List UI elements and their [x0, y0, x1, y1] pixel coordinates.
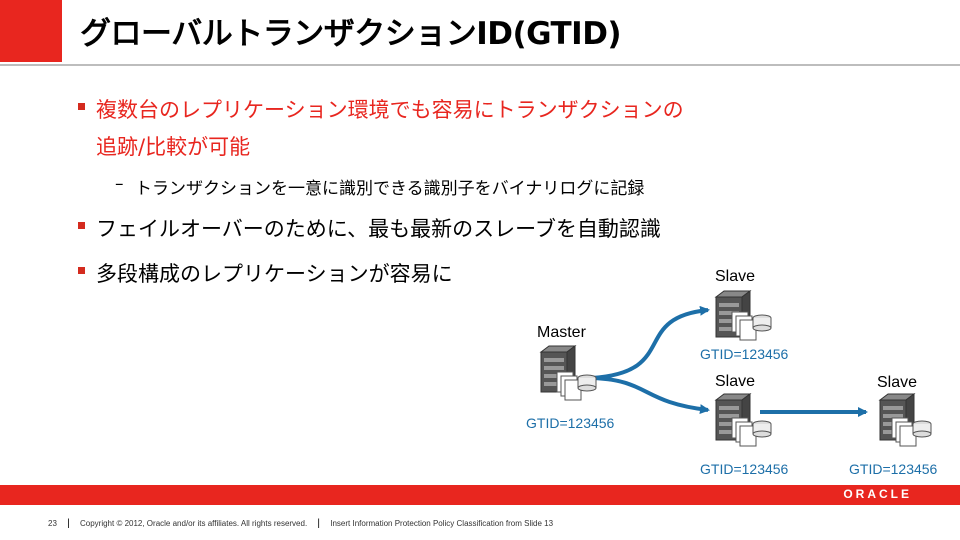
bullet-marker-icon	[78, 267, 85, 274]
classification-text: Insert Information Protection Policy Cla…	[330, 519, 554, 528]
slide-title: グローバルトランザクションID(GTID)	[80, 16, 622, 52]
slave-1-binlog-icon	[731, 311, 772, 341]
arrow-master-to-slave-1	[591, 305, 710, 380]
bullet-3-text: 多段構成のレプリケーションが容易に	[96, 262, 453, 286]
sub-bullet-text: トランザクションを一意に識別できる識別子をバイナリログに記録	[135, 179, 645, 199]
copyright-text: Copyright © 2012, Oracle and/or its affi…	[79, 519, 308, 528]
slave-2-label: Slave	[715, 373, 756, 390]
master-label: Master	[537, 324, 586, 341]
sub-bullet-dash: –	[115, 174, 124, 194]
page-number: 23	[48, 519, 57, 528]
master-gtid: GTID=123456	[526, 415, 615, 431]
arrow-master-to-slave-2	[591, 376, 710, 415]
bullet-1-line-1: 複数台のレプリケーション環境でも容易にトランザクションの	[96, 98, 684, 122]
footer-separator: |	[317, 518, 321, 529]
slave-3-gtid: GTID=123456	[849, 461, 938, 477]
slave-2-binlog-icon	[731, 417, 772, 447]
bullet-marker-icon	[78, 222, 85, 229]
slave-1-gtid: GTID=123456	[700, 346, 789, 362]
slave-3-binlog-icon	[891, 417, 932, 447]
footer-separator: |	[67, 518, 70, 529]
slave-1-label: Slave	[715, 268, 756, 285]
slave-2-gtid: GTID=123456	[700, 461, 789, 477]
master-binlog-icon	[556, 371, 597, 401]
bullet-1-line-2: 追跡/比較が可能	[96, 135, 251, 159]
bullet-marker-icon	[78, 103, 85, 110]
footer-red-band	[0, 485, 960, 505]
footer-bar: 23 | Copyright © 2012, Oracle and/or its…	[48, 518, 553, 529]
bullet-2-text: フェイルオーバーのために、最も最新のスレーブを自動認識	[96, 217, 661, 241]
slave-3-label: Slave	[877, 374, 918, 391]
oracle-logo: ORACLE	[843, 487, 912, 501]
corner-accent-block	[0, 0, 62, 62]
title-divider	[0, 64, 960, 66]
